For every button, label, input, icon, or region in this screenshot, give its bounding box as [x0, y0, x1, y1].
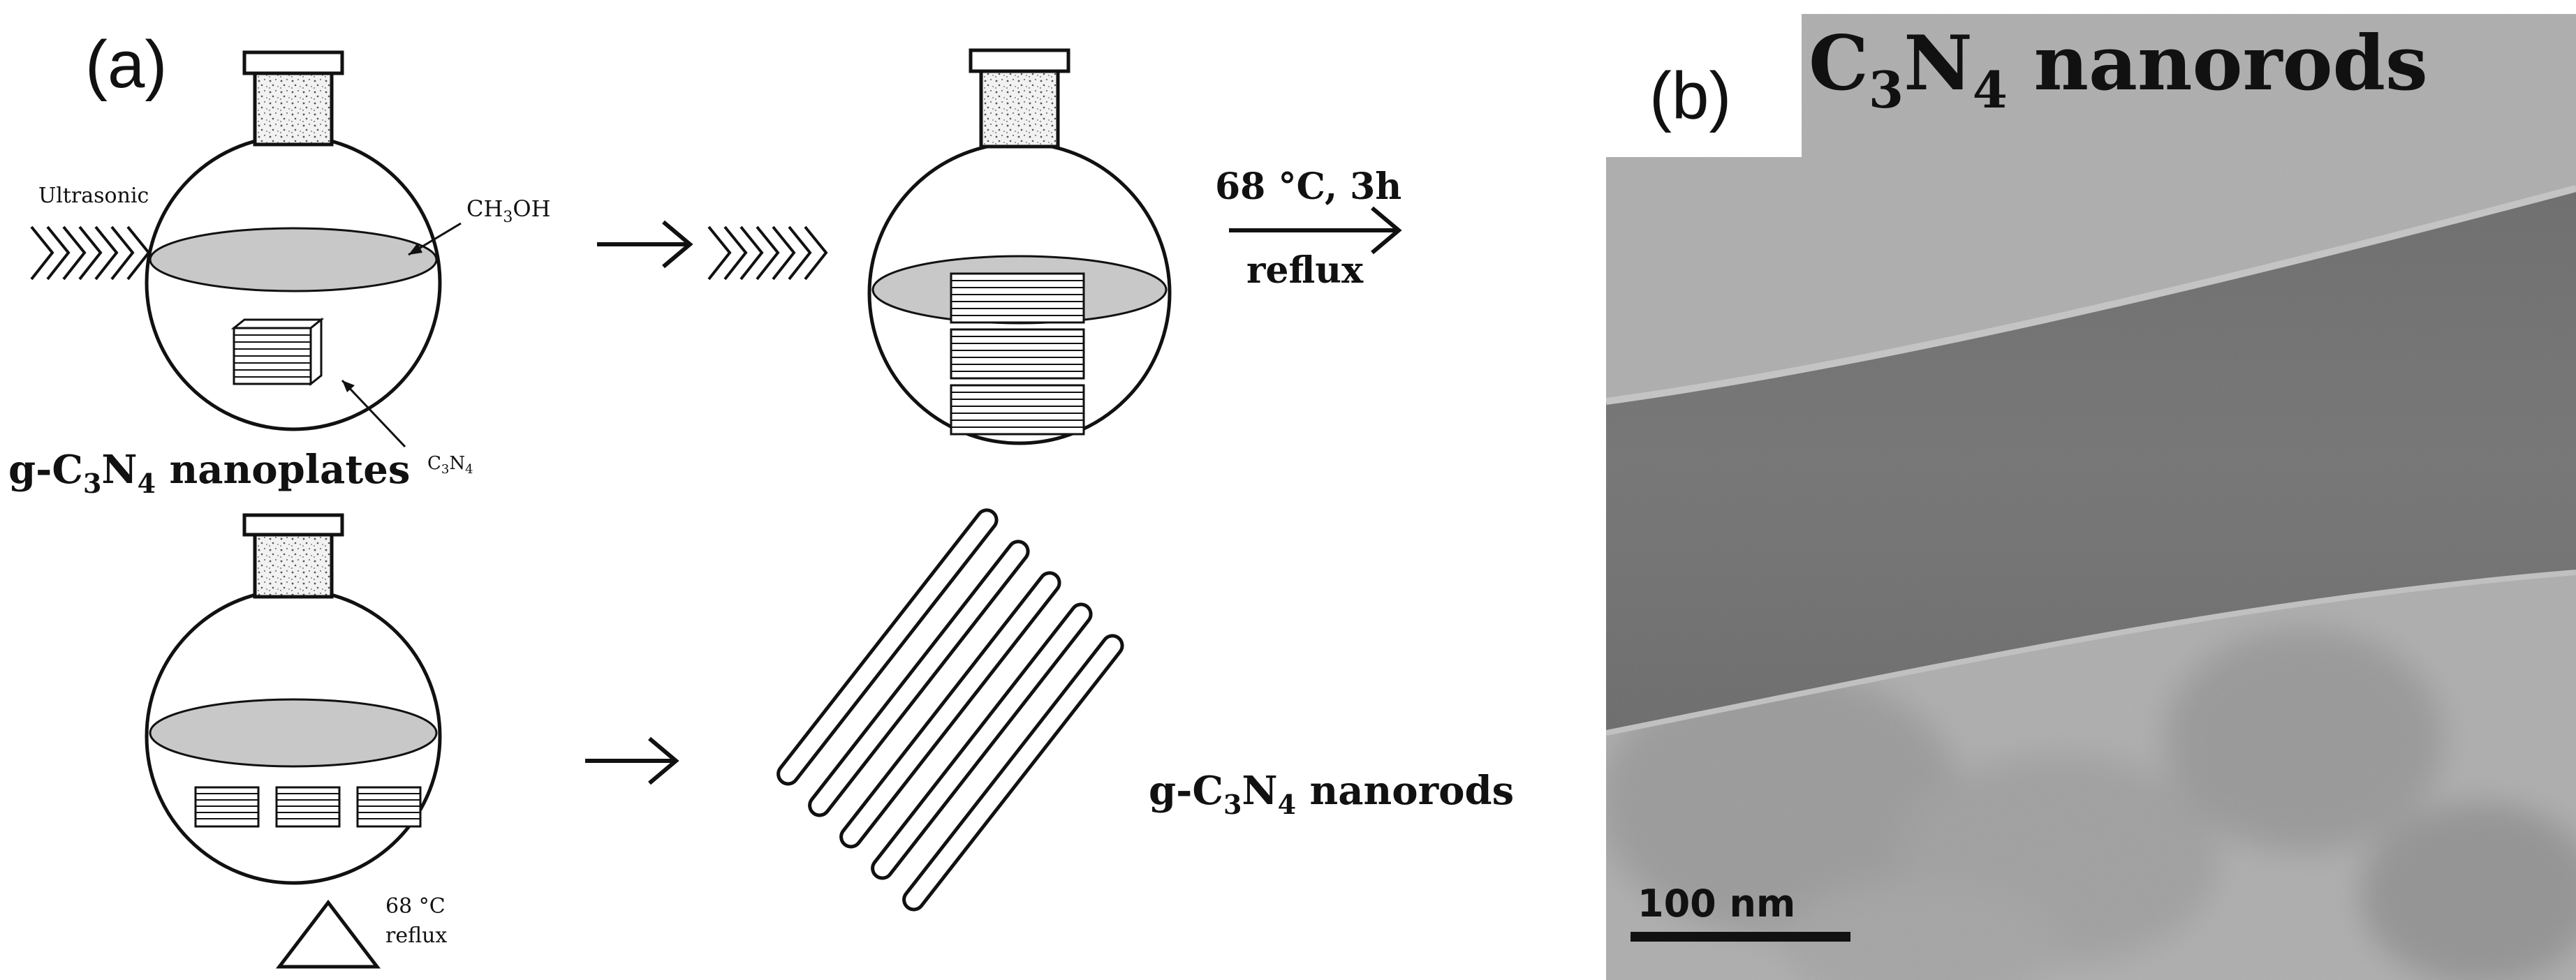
nanorod-1 — [777, 508, 999, 786]
arrow-step-1 — [597, 220, 693, 269]
nanoplate-stack — [230, 317, 325, 387]
nanorod-bundle — [777, 508, 1124, 912]
c3n4-label: C3N4 — [427, 453, 473, 477]
flask-heating-reflux: 68 °C reflux — [145, 513, 447, 969]
nanorod-5 — [902, 634, 1124, 912]
nanoplate-row — [194, 786, 422, 828]
panel-b-title: C3N4 nanorods — [1809, 20, 2428, 119]
flask-dispersed-nanoplates — [867, 48, 1172, 445]
flask-neck-lip-2 — [969, 48, 1070, 73]
flask-neck-lip — [242, 50, 344, 75]
nanoplate-stack-column — [950, 272, 1085, 436]
scale-bar-label: 100 nm — [1637, 882, 1795, 926]
c3n4-pointer — [341, 379, 406, 448]
arrow-reflux — [1229, 206, 1402, 255]
nanorod-2 — [808, 540, 1030, 817]
nanoplates-caption: g-C3N4 nanoplates — [8, 447, 410, 499]
ultrasonic-label: Ultrasonic — [38, 184, 149, 208]
panel-b-tem-image: (b) C3N4 nanorods 100 nm — [1606, 14, 2576, 980]
panel-b-label: (b) — [1649, 59, 1731, 133]
arrow-step-3 — [585, 736, 679, 785]
flask-neck-3 — [253, 525, 334, 599]
heat-label-reflux: reflux — [385, 923, 447, 948]
flask-ultrasonic-nanoplates: Ultrasonic CH3OH C3N4 g-C3N4 nanoplates — [8, 50, 551, 499]
flask-neck — [253, 64, 334, 147]
heat-label-temperature: 68 °C — [385, 894, 446, 919]
flask-neck-2 — [979, 64, 1060, 149]
panel-a-label: (a) — [85, 27, 167, 102]
nanorod-3 — [839, 571, 1061, 849]
solvent-label: CH3OH — [466, 195, 551, 226]
condition-bottom-label: reflux — [1246, 249, 1364, 292]
panel-a-schematic: (a) — [8, 27, 1514, 969]
flask-neck-lip-3 — [242, 513, 344, 537]
ultrasonic-waves-icon — [30, 225, 151, 281]
ultrasonic-waves-icon-2 — [707, 225, 828, 281]
panel-b-label-box — [1606, 14, 1802, 157]
liquid-surface-3 — [149, 698, 438, 768]
nanorod-4 — [871, 602, 1093, 880]
nanorods-caption: g-C3N4 nanorods — [1149, 768, 1514, 820]
liquid-surface — [149, 227, 438, 292]
condition-top-label: 68 °C, 3h — [1215, 165, 1401, 208]
heat-triangle-icon — [275, 899, 381, 969]
scale-bar — [1631, 932, 1850, 942]
